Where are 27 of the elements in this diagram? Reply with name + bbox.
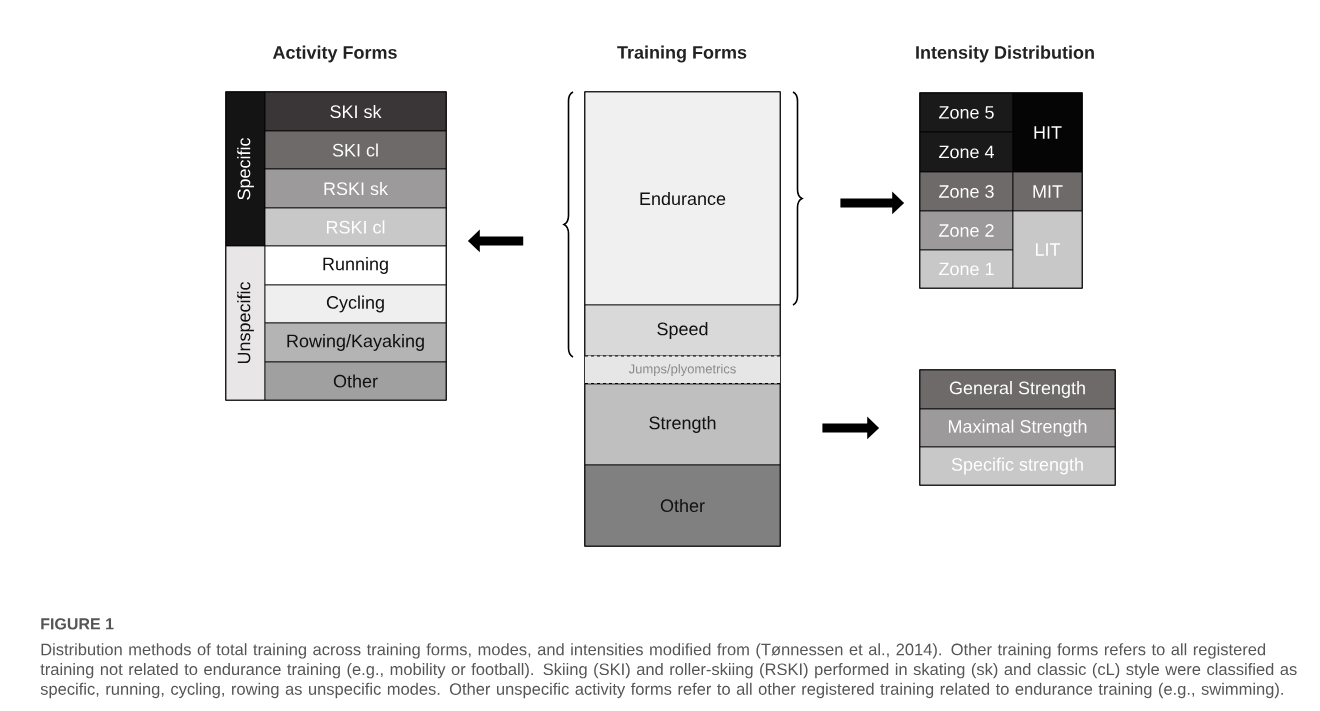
table-cell: HIT (1012, 92, 1083, 173)
table-cell: Rowing/Kayaking (264, 322, 447, 363)
column-segment: Endurance (584, 91, 781, 306)
column-segment: Speed (584, 304, 781, 357)
table-cell: Zone 5 (919, 92, 1014, 133)
table-cell: General Strength (919, 369, 1116, 410)
table-cell: Other (264, 361, 447, 401)
table-cell: RSKI sk (264, 168, 447, 209)
column-heading: Training Forms (617, 45, 747, 63)
table-cell: Cycling (264, 284, 447, 324)
table-cell: Running (264, 245, 447, 286)
table-cell: Zone 3 (919, 171, 1014, 212)
category-band: Unspecific (225, 245, 266, 401)
table-cell: Zone 4 (919, 131, 1014, 173)
column-segment: Jumps/plyometrics (584, 355, 781, 386)
table-cell: SKI cl (264, 130, 447, 170)
table-cell: Maximal Strength (919, 408, 1116, 448)
table-cell: MIT (1012, 171, 1083, 212)
column-segment: Other (584, 464, 781, 547)
table-cell: Zone 2 (919, 210, 1014, 251)
column-heading: Activity Forms (272, 45, 397, 63)
caption: Distribution methods of total training across training forms, modes, and intensities modified from (Tønnessen et al., 2014). Other training forms refers to all registered training not related to endurance training (e.g., mobility or football). Skiing (SKI) and roller-skiing (RSKI) performed in skating (sk) and classic (cL) style were classified as specific, running, cycling, rowing as unspecific modes. Other unspecific activity forms refer to all other registered training related to endurance training (e.g., swimming). (40, 643, 1297, 699)
column-heading: Intensity Distribution (916, 45, 1094, 63)
column-segment: Strength (584, 383, 781, 466)
category-band: Specific (225, 91, 266, 247)
table-cell: SKI sk (264, 91, 447, 132)
figure-label: FIGURE 1 (41, 618, 114, 630)
